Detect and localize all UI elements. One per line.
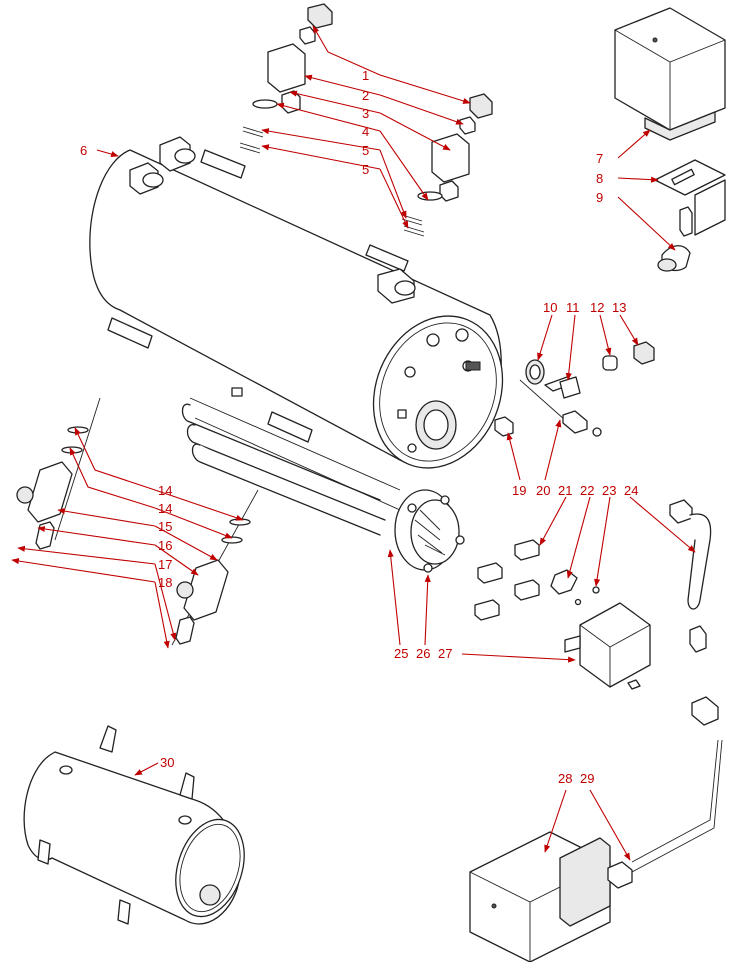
label-13: 13 — [612, 300, 626, 315]
label-17: 17 — [158, 557, 172, 572]
label-16: 16 — [158, 538, 172, 553]
top-fittings-left — [239, 3, 333, 154]
heating-element — [181, 397, 465, 573]
label-21: 21 — [558, 483, 572, 498]
label-4: 4 — [362, 124, 369, 139]
label-20: 20 — [536, 483, 550, 498]
label-1: 1 — [362, 68, 369, 83]
label-7: 7 — [596, 151, 603, 166]
label-6: 6 — [80, 143, 87, 158]
label-5b: 5 — [362, 162, 369, 177]
label-3: 3 — [362, 106, 369, 121]
relay-box — [564, 602, 651, 690]
pump-assembly — [469, 696, 723, 962]
label-28: 28 — [558, 771, 572, 786]
label-22: 22 — [580, 483, 594, 498]
pressure-switch-assembly — [614, 7, 726, 272]
label-24: 24 — [624, 483, 638, 498]
label-12: 12 — [590, 300, 604, 315]
label-27: 27 — [438, 646, 452, 661]
label-18: 18 — [158, 575, 172, 590]
level-probe — [669, 499, 712, 653]
label-29: 29 — [580, 771, 594, 786]
boiler-end-plate — [372, 315, 504, 469]
label-19: 19 — [512, 483, 526, 498]
label-9: 9 — [596, 190, 603, 205]
label-14b: 14 — [158, 501, 172, 516]
safety-valve-left — [16, 397, 101, 550]
label-30: 30 — [160, 755, 174, 770]
safety-valve-right — [171, 489, 259, 646]
label-26: 26 — [416, 646, 430, 661]
part-number-labels: 1 2 3 4 5 5 6 7 8 9 10 11 12 13 14 14 15… — [80, 68, 638, 786]
top-fittings-right — [401, 93, 493, 237]
assembled-boiler — [23, 725, 245, 925]
callout-lines — [11, 25, 696, 861]
label-15: 15 — [158, 519, 172, 534]
label-10: 10 — [543, 300, 557, 315]
boiler-tank — [89, 136, 504, 469]
label-11: 11 — [566, 300, 580, 315]
label-25: 25 — [394, 646, 408, 661]
label-8: 8 — [596, 171, 603, 186]
label-23: 23 — [602, 483, 616, 498]
label-2: 2 — [362, 88, 369, 103]
label-5a: 5 — [362, 143, 369, 158]
label-14a: 14 — [158, 483, 172, 498]
valve-fittings — [494, 341, 655, 437]
screws — [474, 539, 600, 621]
